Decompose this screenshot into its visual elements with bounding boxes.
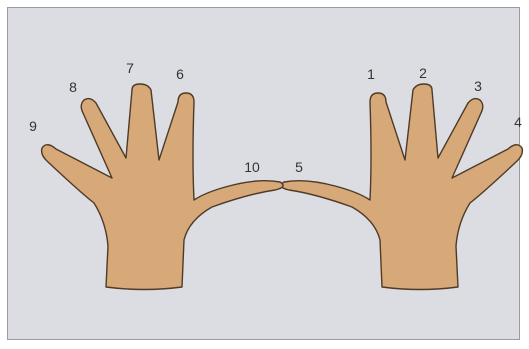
right-little-label: 4 (514, 114, 522, 130)
left-thumb-label: 10 (244, 159, 260, 175)
right-thumb-label: 5 (295, 159, 303, 175)
right-hand (281, 84, 522, 290)
left-ring-label: 8 (69, 79, 77, 95)
left-hand (42, 84, 283, 290)
right-index-label: 1 (367, 66, 375, 82)
left-middle-label: 7 (126, 60, 134, 76)
right-middle-label: 2 (419, 65, 427, 81)
left-little-label: 9 (29, 118, 37, 134)
left-index-label: 6 (176, 66, 184, 82)
right-ring-label: 3 (474, 78, 482, 94)
